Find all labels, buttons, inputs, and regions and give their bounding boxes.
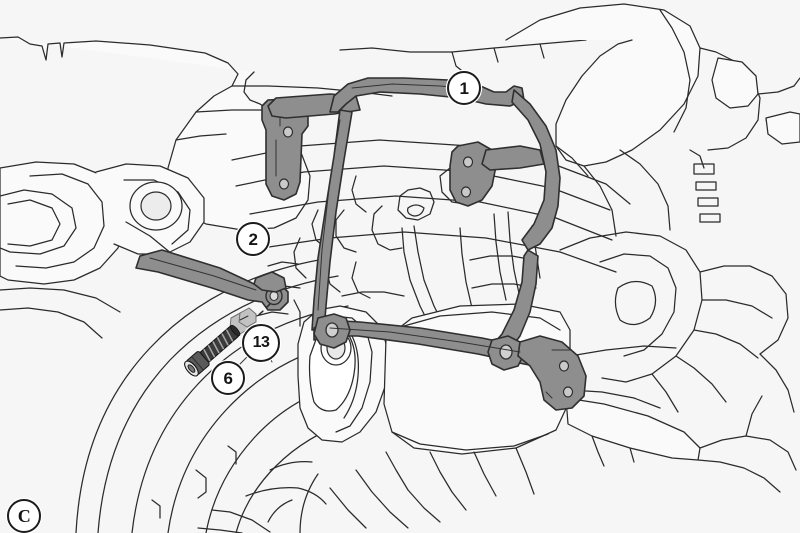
- hex-socket-cap-screw: [184, 324, 241, 377]
- callout-13[interactable]: 13: [242, 324, 280, 362]
- lower-support-strut: [135, 249, 289, 311]
- callout-6[interactable]: 6: [211, 361, 245, 395]
- section-label-c[interactable]: C: [7, 499, 41, 533]
- callout-1[interactable]: 1: [447, 71, 481, 105]
- bodywork-upper-right: [505, 3, 800, 237]
- lower-right-frame: [559, 231, 797, 493]
- left-lower-panel: [0, 161, 205, 339]
- callout-2[interactable]: 2: [236, 222, 270, 256]
